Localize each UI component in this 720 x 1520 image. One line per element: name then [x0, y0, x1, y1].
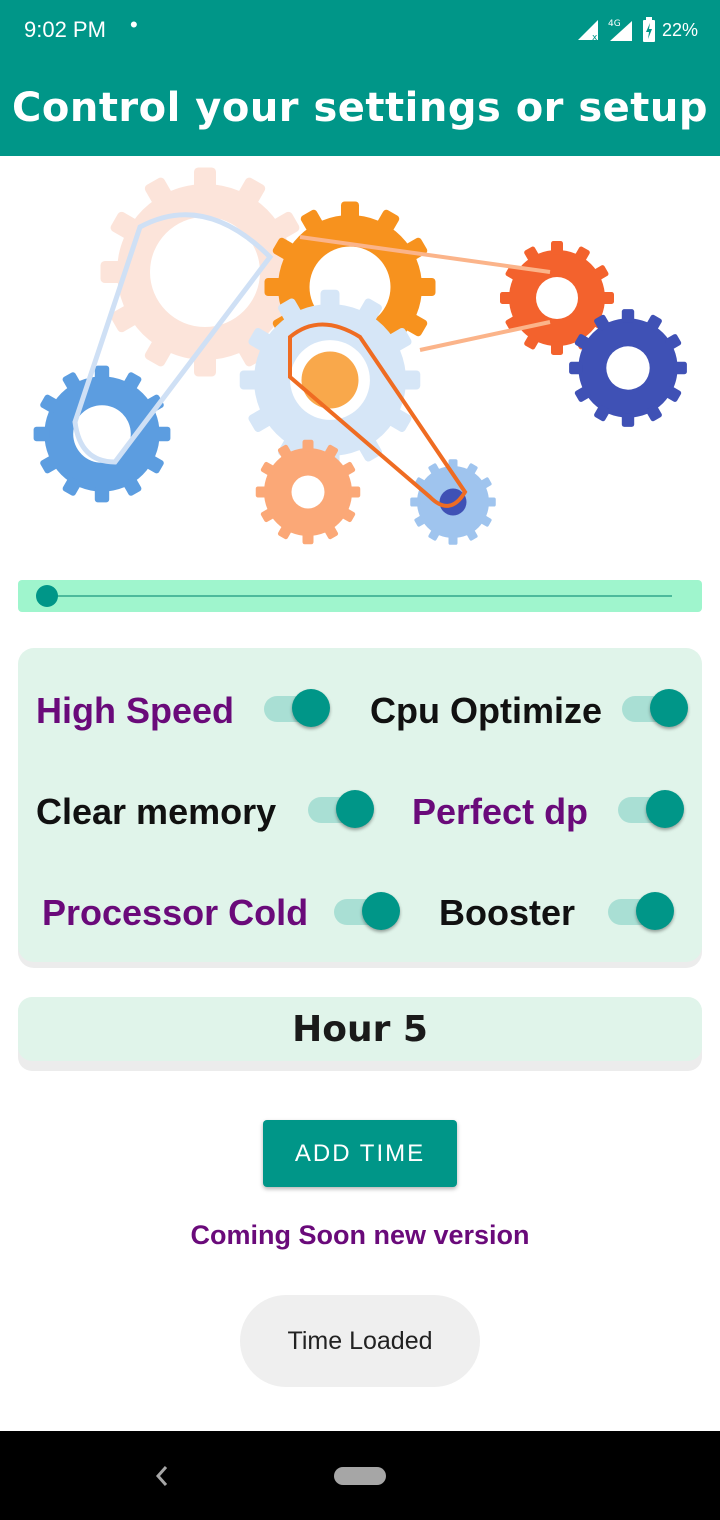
battery-percent: 22% — [661, 19, 698, 40]
home-pill-icon[interactable] — [334, 1467, 386, 1485]
toggle-booster[interactable] — [608, 891, 674, 931]
progress-slider[interactable] — [18, 580, 702, 612]
signal-muted-icon: x — [577, 20, 598, 42]
option-label-booster: Booster — [439, 892, 576, 933]
navy-gear — [569, 309, 687, 427]
light-blue-gear-center — [239, 289, 421, 471]
peach-gear-small — [255, 439, 361, 545]
network-type: 4G — [608, 19, 621, 29]
option-label-cpu-optimize: Cpu Optimize — [370, 690, 602, 731]
belt-orange — [288, 322, 468, 508]
option-label-perfect-dp: Perfect dp — [412, 791, 589, 832]
status-bar: 9:02 PM • x 4G 22% — [0, 0, 720, 60]
belt-line-bottom — [419, 320, 551, 352]
back-icon[interactable] — [150, 1463, 174, 1489]
signal-4g-icon: 4G — [608, 19, 632, 41]
page-title: Control your settings or setup — [12, 85, 708, 131]
hour-label: Hour 5 — [292, 1008, 428, 1050]
slider-thumb[interactable] — [36, 585, 58, 607]
blue-gear-left — [33, 365, 171, 503]
toggle-perfect-dp[interactable] — [618, 789, 684, 829]
svg-text:x: x — [592, 33, 598, 42]
toggle-cpu-optimize[interactable] — [622, 688, 688, 728]
gears-illustration — [33, 167, 687, 545]
hour-card: Hour 5 — [18, 997, 702, 1061]
toggle-clear-memory[interactable] — [308, 789, 374, 829]
status-icons: x 4G 22% — [576, 14, 698, 46]
app-bar: Control your settings or setup — [0, 60, 720, 156]
toggle-high-speed[interactable] — [264, 688, 330, 728]
orange-gear-right — [500, 241, 614, 355]
option-label-high-speed: High Speed — [36, 690, 235, 731]
toggle-processor-cold[interactable] — [334, 891, 400, 931]
peach-gear-large — [100, 167, 310, 377]
status-time: 9:02 PM — [24, 17, 106, 42]
light-blue-gear-small — [410, 459, 496, 545]
notification-dot: • — [130, 12, 138, 37]
slider-track-line — [48, 595, 672, 597]
add-time-button[interactable]: ADD TIME — [263, 1120, 457, 1187]
settings-card: High Speed Cpu Optimize Clear memory Per… — [18, 648, 702, 962]
belt-light-blue — [72, 212, 274, 465]
toast-message: Time Loaded — [240, 1295, 480, 1387]
option-label-clear-memory: Clear memory — [36, 791, 277, 832]
battery-charging-icon — [642, 17, 655, 42]
option-label-processor-cold: Processor Cold — [42, 892, 309, 933]
coming-soon-text: Coming Soon new version — [190, 1220, 530, 1250]
belt-line-top — [299, 235, 551, 274]
